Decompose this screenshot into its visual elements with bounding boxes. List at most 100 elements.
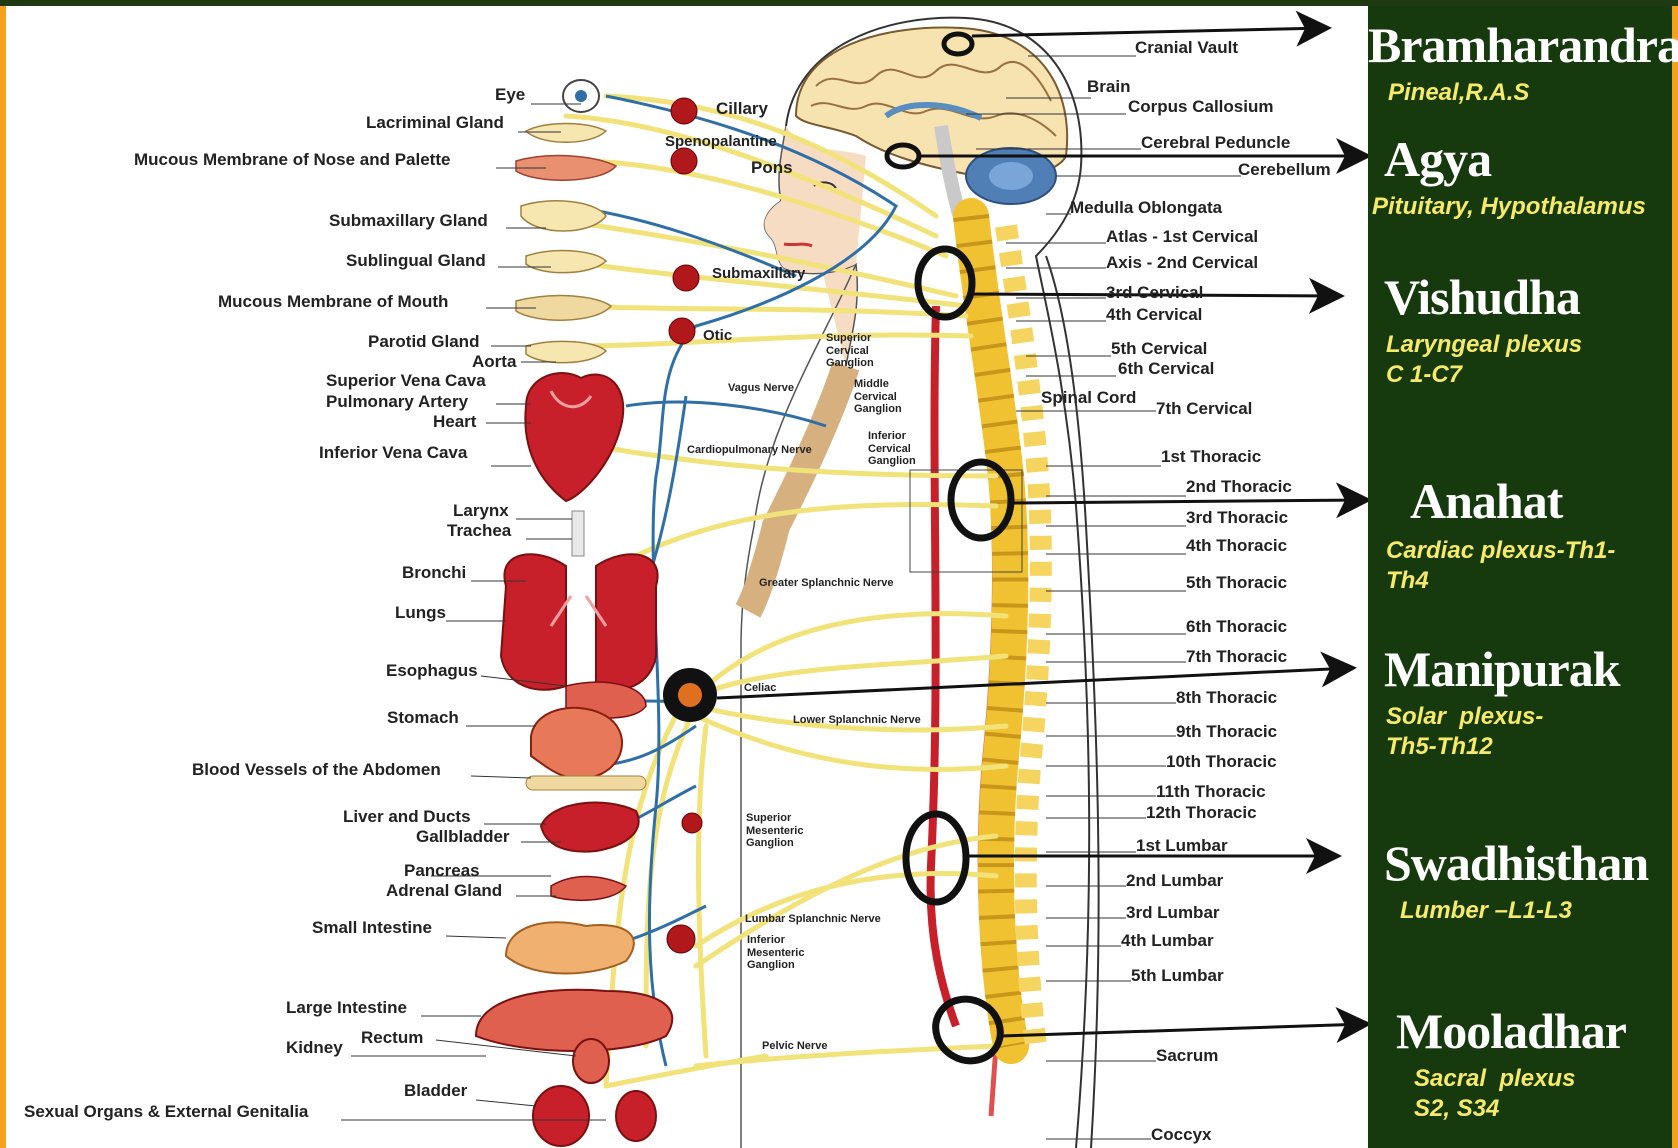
label-mucous-nose: Mucous Membrane of Nose and Palette xyxy=(134,151,450,168)
label-bladder: Bladder xyxy=(404,1082,467,1099)
label-superior-vena-cava: Superior Vena Cava xyxy=(326,372,486,389)
chakra-name-manipurak: Manipurak xyxy=(1384,644,1620,694)
label-l2: 2nd Lumbar xyxy=(1126,872,1223,889)
label-vagus-nerve: Vagus Nerve xyxy=(728,382,794,395)
chakra-desc-agya: Pituitary, Hypothalamus xyxy=(1372,192,1646,222)
label-lower-splanchnic: Lower Splanchnic Nerve xyxy=(793,714,921,727)
label-sacrum: Sacrum xyxy=(1156,1047,1218,1064)
large-intestine-organ xyxy=(476,990,672,1051)
chakra-name-mooladhar: Mooladhar xyxy=(1396,1006,1626,1056)
label-mucous-mouth: Mucous Membrane of Mouth xyxy=(218,293,448,310)
label-blood-vessels: Blood Vessels of the Abdomen xyxy=(192,761,441,778)
label-l3: 3rd Lumbar xyxy=(1126,904,1220,921)
lacriminal-organ xyxy=(526,124,606,143)
stomach-organ xyxy=(531,708,622,779)
label-sublingual-gland: Sublingual Gland xyxy=(346,252,486,269)
label-coccyx: Coccyx xyxy=(1151,1126,1211,1143)
chakra-desc-vishudha: Laryngeal plexus C 1-C7 xyxy=(1386,330,1582,390)
label-gallbladder: Gallbladder xyxy=(416,828,510,845)
chakra-name-vishudha: Vishudha xyxy=(1384,272,1580,322)
spinal-column xyxy=(931,216,1041,1116)
rectum-organ xyxy=(573,1039,609,1083)
parotid-organ xyxy=(526,341,606,362)
chakra-name-bramharandra: Bramharandra xyxy=(1368,20,1678,70)
label-otic-ganglion: Otic xyxy=(703,328,732,343)
trachea-organ xyxy=(572,511,584,556)
label-l4: 4th Lumbar xyxy=(1121,932,1214,949)
label-t2: 2nd Thoracic xyxy=(1186,478,1292,495)
label-spenopalantine-ganglion: Spenopalantine xyxy=(665,134,777,149)
label-c1: Atlas - 1st Cervical xyxy=(1106,228,1258,245)
label-greater-splanchnic: Greater Splanchnic Nerve xyxy=(759,577,894,590)
label-inferior-vena-cava: Inferior Vena Cava xyxy=(319,444,467,461)
label-small-intestine: Small Intestine xyxy=(312,919,432,936)
chakra-desc-swadhisthan: Lumber –L1-L3 xyxy=(1400,896,1572,926)
label-sexual-organs: Sexual Organs & External Genitalia xyxy=(24,1103,308,1120)
liver-organ xyxy=(541,803,639,852)
label-superior-mesenteric: Superior Mesenteric Ganglion xyxy=(746,812,803,850)
label-medulla: Medulla Oblongata xyxy=(1070,199,1222,216)
small-intestine-organ xyxy=(506,922,634,973)
label-t3: 3rd Thoracic xyxy=(1186,509,1288,526)
right-lung-organ xyxy=(596,554,658,689)
label-pelvic-nerve: Pelvic Nerve xyxy=(762,1040,827,1053)
label-cerebellum: Cerebellum xyxy=(1238,161,1331,178)
abdomen-vessels-organ xyxy=(526,776,646,790)
label-cillary-ganglion: Cillary xyxy=(716,100,768,117)
heart-organ xyxy=(525,373,623,501)
label-brain: Brain xyxy=(1087,78,1130,95)
arrow-right-icon xyxy=(1001,1024,1366,1036)
label-c2: Axis - 2nd Cervical xyxy=(1106,254,1258,271)
pancreas-organ xyxy=(551,877,626,901)
celiac-core xyxy=(678,683,702,707)
label-kidney: Kidney xyxy=(286,1039,343,1056)
chakra-desc-anahat: Cardiac plexus-Th1- Th4 xyxy=(1386,536,1615,596)
label-adrenal-gland: Adrenal Gland xyxy=(386,882,502,899)
label-c4: 4th Cervical xyxy=(1106,306,1202,323)
label-larynx: Larynx xyxy=(453,502,509,519)
organ-column xyxy=(476,80,672,1146)
ganglia xyxy=(667,98,710,953)
label-lumbar-splanchnic: Lumbar Splanchnic Nerve xyxy=(745,913,881,926)
label-superior-cervical: Superior Cervical Ganglion xyxy=(826,332,874,370)
sublingual-organ xyxy=(526,251,606,273)
label-spinal-cord: Spinal Cord xyxy=(1041,389,1136,406)
label-esophagus: Esophagus xyxy=(386,662,478,679)
label-trachea: Trachea xyxy=(447,522,511,539)
label-rectum: Rectum xyxy=(361,1029,423,1046)
label-inferior-mesenteric: Inferior Mesenteric Ganglion xyxy=(747,934,804,972)
label-t5: 5th Thoracic xyxy=(1186,574,1287,591)
label-t9: 9th Thoracic xyxy=(1176,723,1277,740)
label-eye: Eye xyxy=(495,86,525,103)
label-pancreas: Pancreas xyxy=(404,862,480,879)
genitalia-organ xyxy=(616,1091,656,1141)
label-t8: 8th Thoracic xyxy=(1176,689,1277,706)
label-stomach: Stomach xyxy=(387,709,459,726)
chakra-name-swadhisthan: Swadhisthan xyxy=(1384,838,1648,888)
chakra-desc-mooladhar: Sacral plexus S2, S34 xyxy=(1414,1064,1575,1124)
label-c3: 3rd Cervical xyxy=(1106,284,1203,301)
label-pons: Pons xyxy=(751,159,793,176)
label-t10: 10th Thoracic xyxy=(1166,753,1277,770)
nervous-system-diagram: Eye Lacriminal Gland Mucous Membrane of … xyxy=(6,6,1368,1148)
arrow-right-icon xyxy=(972,28,1326,36)
label-lacriminal-gland: Lacriminal Gland xyxy=(366,114,504,131)
arrow-right-icon xyxy=(1011,500,1366,503)
label-t12: 12th Thoracic xyxy=(1146,804,1257,821)
label-cranial-vault: Cranial Vault xyxy=(1135,39,1238,56)
label-liver: Liver and Ducts xyxy=(343,808,471,825)
chakra-desc-manipurak: Solar plexus- Th5-Th12 xyxy=(1386,702,1543,762)
bladder-organ xyxy=(533,1086,589,1146)
label-c6: 6th Cervical xyxy=(1118,360,1214,377)
label-middle-cervical: Middle Cervical Ganglion xyxy=(854,378,902,416)
neck-shade xyxy=(748,366,846,611)
label-t6: 6th Thoracic xyxy=(1186,618,1287,635)
label-bronchi: Bronchi xyxy=(402,564,466,581)
label-inferior-cervical: Inferior Cervical Ganglion xyxy=(868,430,916,468)
label-l5: 5th Lumbar xyxy=(1131,967,1224,984)
label-l1: 1st Lumbar xyxy=(1136,837,1228,854)
label-c5: 5th Cervical xyxy=(1111,340,1207,357)
label-pulmonary-artery: Pulmonary Artery xyxy=(326,393,468,410)
label-cerebral-peduncle: Cerebral Peduncle xyxy=(1141,134,1290,151)
